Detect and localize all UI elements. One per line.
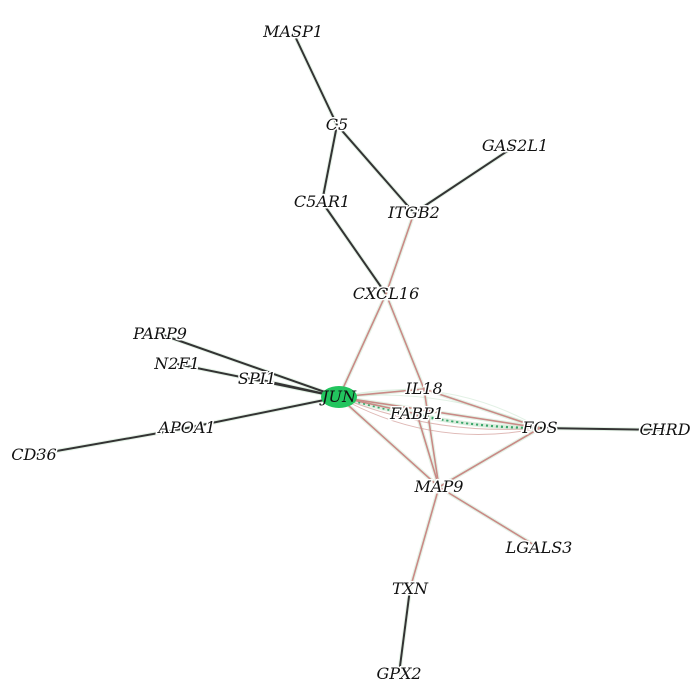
edge-CXCL16-IL18 [385,293,425,390]
edge-MAP9-LGALS3 [438,486,540,549]
edge-FABP1-MAP9 [416,413,440,488]
node-label-cxcl16: CXCL16 [353,284,420,303]
node-cd36[interactable]: CD36 [10,444,58,466]
edge-JUN-FOS [338,396,541,429]
edge-C5-ITGB2 [336,124,415,214]
edge-APOA1-JUN [186,396,340,429]
node-label-fabp1: FABP1 [389,404,444,423]
node-highlight-jun [321,386,357,408]
node-label-apoa1: APOA1 [156,418,215,437]
edge-FOS-CHRD [539,427,666,431]
edge-JUN-FOS [338,396,541,429]
edge-MASP1-C5 [292,31,338,126]
edge-arc-jun-fos-2 [338,389,541,429]
node-itgb2[interactable]: ITGB2 [386,202,442,224]
node-gpx2[interactable]: GPX2 [375,663,423,685]
node-apoa1[interactable]: APOA1 [155,417,217,439]
node-label-c5ar1: C5AR1 [294,192,350,211]
node-label-itgb2: ITGB2 [387,203,440,222]
node-masp1[interactable]: MASP1 [261,21,325,43]
node-c5ar1[interactable]: C5AR1 [292,191,351,213]
edge-JUN-MAP9 [338,396,440,488]
edge-C5AR1-CXCL16 [321,201,387,295]
edge-FOS-MAP9 [438,427,541,488]
node-il18[interactable]: IL18 [403,378,444,400]
node-fabp1[interactable]: FABP1 [388,403,446,425]
halo-edges [33,31,666,675]
edge-CXCL16-JUN [338,293,387,398]
edge-PARP9-JUN [159,333,340,398]
node-label-lgals3: LGALS3 [505,538,573,557]
network-nodes: MASP1C5GAS2L1C5AR1ITGB2CXCL16PARP9N2F1SP… [10,21,692,685]
node-cxcl16[interactable]: CXCL16 [351,283,421,305]
edge-TXN-GPX2 [398,588,411,675]
node-label-il18: IL18 [404,379,442,398]
node-spi1[interactable]: SPI1 [236,368,277,390]
node-chrd[interactable]: CHRD [638,419,692,441]
node-label-jun: JUN [319,387,357,406]
edge-arc-jun-fos-3 [338,396,541,435]
edge-GAS2L1-ITGB2 [413,145,516,214]
node-fos[interactable]: FOS [520,417,559,439]
node-label-fos: FOS [521,418,557,437]
edge-CD36-APOA1 [33,427,188,456]
node-label-parp9: PARP9 [132,324,187,343]
node-label-map9: MAP9 [414,477,464,496]
node-label-masp1: MASP1 [262,22,323,41]
edge-IL18-FOS [423,388,541,429]
node-label-gpx2: GPX2 [376,664,421,683]
node-label-txn: TXN [392,579,429,598]
edge-ITGB2-CXCL16 [385,212,415,295]
node-label-n2f1: N2F1 [153,354,199,373]
node-n2f1[interactable]: N2F1 [152,353,201,375]
node-gas2l1[interactable]: GAS2L1 [480,135,549,157]
edge-MAP9-TXN [409,486,440,590]
node-map9[interactable]: MAP9 [412,476,465,498]
node-txn[interactable]: TXN [390,578,430,600]
edge-FABP1-FOS [416,413,541,429]
node-label-chrd: CHRD [639,420,690,439]
node-label-cd36: CD36 [11,445,56,464]
edge-arc-jun-fos-1 [338,396,541,430]
node-label-c5: C5 [326,115,348,134]
node-label-gas2l1: GAS2L1 [482,136,548,155]
edge-C5-C5AR1 [321,124,338,203]
node-jun[interactable]: JUN [319,386,357,408]
node-parp9[interactable]: PARP9 [131,323,189,345]
node-label-spi1: SPI1 [238,369,276,388]
node-c5[interactable]: C5 [324,114,349,136]
node-lgals3[interactable]: LGALS3 [503,537,574,559]
edge-IL18-MAP9 [423,388,440,488]
network-edges [33,31,666,675]
